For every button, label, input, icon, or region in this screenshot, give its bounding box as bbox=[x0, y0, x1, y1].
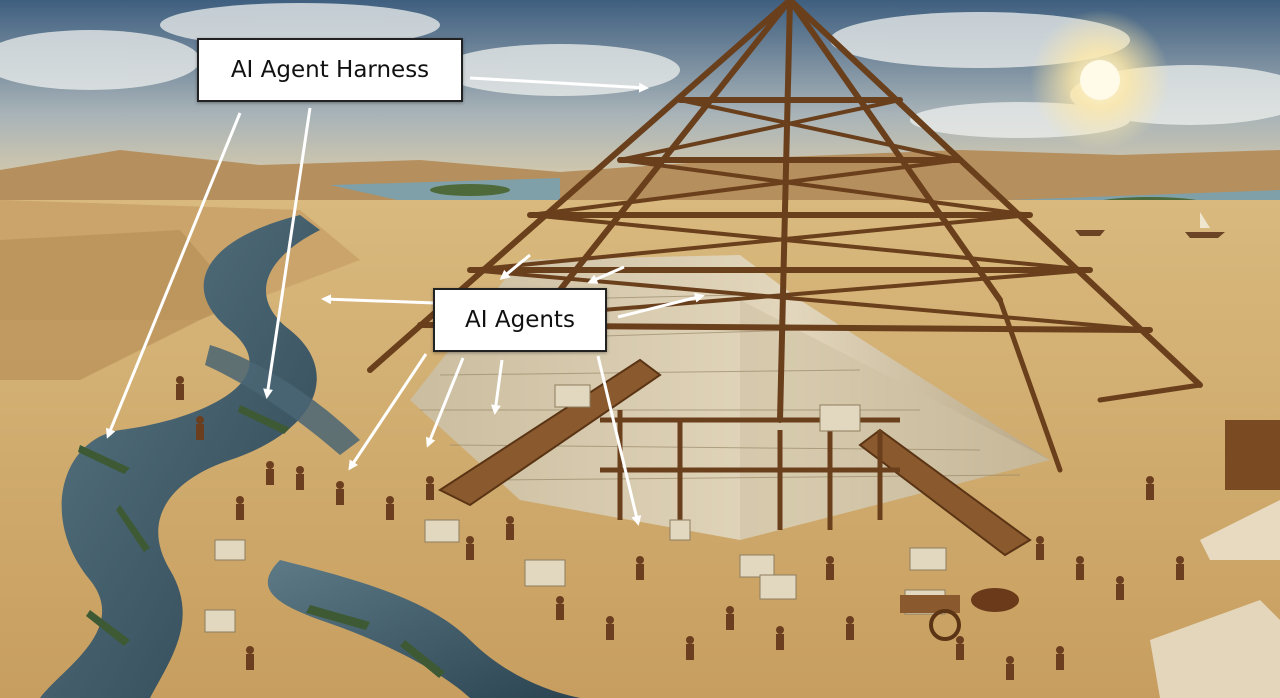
market-stall bbox=[1150, 420, 1280, 698]
agents-arrow-workers-2 bbox=[425, 357, 465, 448]
agents-arrow-top-block-2 bbox=[587, 265, 625, 284]
lower-canal bbox=[267, 560, 580, 698]
ox-cart bbox=[900, 588, 1019, 641]
agents-arrow-workers-1 bbox=[348, 353, 428, 471]
boats bbox=[1075, 212, 1225, 238]
distant-hills bbox=[0, 150, 1280, 215]
agents-arrow-top-block-3 bbox=[617, 292, 705, 319]
agents-arrow-workers-3 bbox=[490, 359, 504, 415]
crocodiles bbox=[78, 405, 445, 678]
ai-agents-label: AI Agents bbox=[433, 288, 607, 352]
annotation-arrows bbox=[106, 76, 705, 526]
harness-arrow-scaffold bbox=[469, 76, 649, 93]
harness-arrow-river-middle bbox=[263, 107, 312, 399]
agents-arrow-workers-top-left bbox=[321, 294, 436, 305]
winding-river bbox=[40, 215, 320, 698]
agents-arrow-workers-4 bbox=[596, 355, 642, 526]
harness-arrow-river-left bbox=[106, 112, 242, 439]
agents-arrow-top-block-1 bbox=[499, 253, 531, 280]
ai-agent-harness-label: AI Agent Harness bbox=[197, 38, 463, 102]
workers-crowd bbox=[176, 376, 1184, 680]
